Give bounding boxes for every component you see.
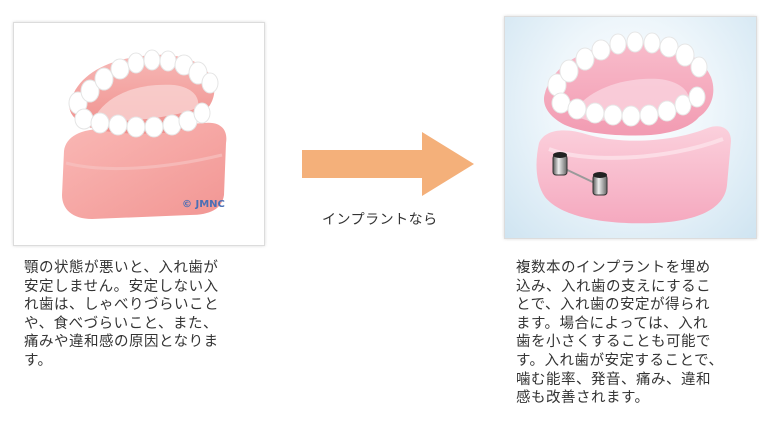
conventional-denture-illustration: © JMNC xyxy=(62,49,227,219)
implant-denture-illustration xyxy=(536,31,731,224)
conventional-denture-description: 顎の状態が悪いと、入れ歯が 安定しません。安定しない入 れ歯は、しゃべりづらいこ… xyxy=(24,260,219,369)
implant-denture-illustration-panel xyxy=(504,16,757,239)
watermark-text: © JMNC xyxy=(182,199,225,210)
transition-label: インプラントなら xyxy=(322,212,438,228)
implant-denture-description: 複数本のインプラントを埋め 込み、入れ歯の支えにするこ とで、入れ歯の安定が得ら… xyxy=(516,260,724,407)
implant-posts xyxy=(552,152,608,196)
right-arrow-icon xyxy=(302,132,474,196)
arrow-shape xyxy=(302,132,474,196)
denture-illustration-panel: © JMNC xyxy=(13,22,265,246)
